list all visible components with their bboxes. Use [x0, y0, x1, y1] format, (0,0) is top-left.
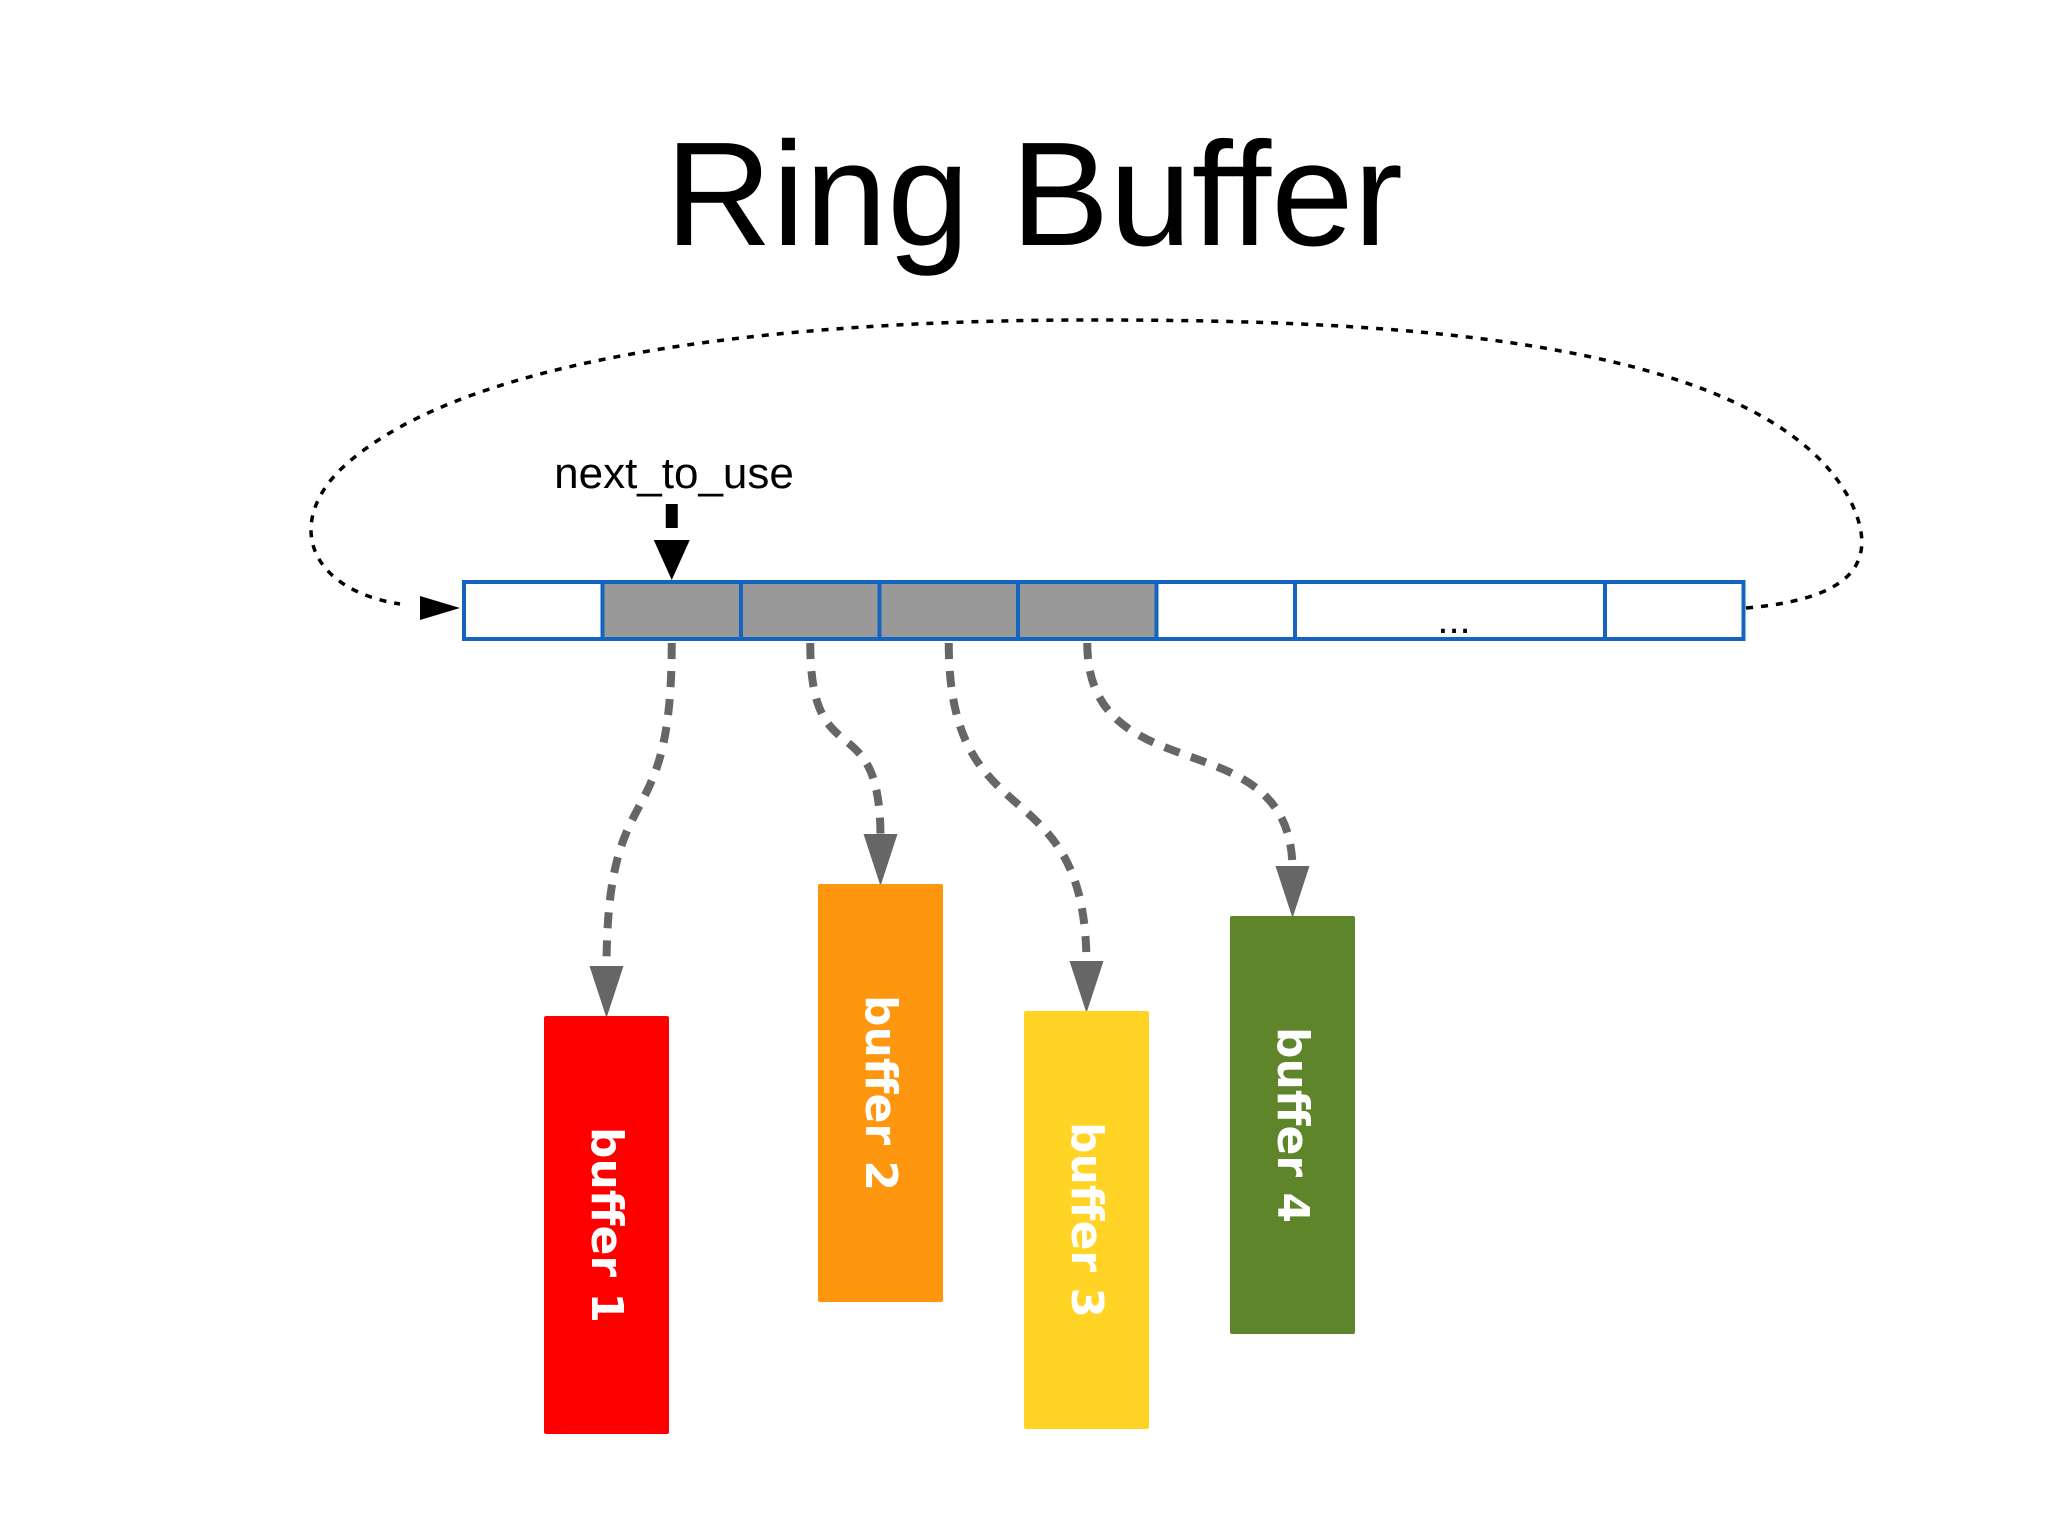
buffer-2-arrowhead: [863, 834, 898, 886]
next-to-use-arrow-shaft: [665, 504, 678, 528]
ring-slot-4: [877, 580, 1020, 641]
ring-slot-5: [1016, 580, 1159, 641]
buffer-3-box: [1024, 1011, 1149, 1429]
ring-slot-2: [600, 580, 743, 641]
next-to-use-pointer: next_to_use: [554, 449, 794, 580]
buffer-1-label: buffer 1: [581, 1127, 632, 1323]
buffer-4-box: [1230, 916, 1355, 1334]
buffer-2-box: [818, 884, 943, 1302]
diagram-title: Ring Buffer: [665, 112, 1403, 277]
ring-slots: ...: [462, 580, 1746, 642]
next-to-use-label: next_to_use: [554, 449, 794, 498]
wrap-around-arc: [309, 318, 1864, 620]
buffer-3-label: buffer 3: [1061, 1122, 1112, 1318]
buffer-1-reference-line: [602, 642, 676, 971]
buffer-4-reference-line: [1083, 642, 1297, 871]
buffer-3-arrowhead: [1069, 961, 1104, 1013]
wrap-around-arrowhead: [420, 596, 460, 620]
buffers: buffer 1 buffer 2 buffer 3 buffer 4: [544, 884, 1355, 1434]
wrap-around-arc-line: [309, 318, 1864, 610]
ring-slot-8: [1603, 580, 1746, 641]
buffer-3-reference-line: [944, 642, 1091, 966]
buffer-2-label: buffer 2: [855, 995, 906, 1191]
ring-slot-6: [1154, 580, 1297, 641]
ring-slot-1: [462, 580, 605, 641]
buffer-1-arrowhead: [589, 966, 624, 1018]
buffer-references: [589, 642, 1310, 1018]
ring-slot-3: [739, 580, 882, 641]
buffer-4-label: buffer 4: [1267, 1027, 1318, 1223]
next-to-use-arrowhead: [653, 540, 690, 580]
buffer-1-box: [544, 1016, 669, 1434]
ring-slot-ellipsis: ...: [1437, 598, 1470, 642]
buffer-4-arrowhead: [1275, 866, 1310, 918]
buffer-2-reference-line: [806, 642, 885, 839]
ring-slot-7: [1293, 580, 1607, 641]
